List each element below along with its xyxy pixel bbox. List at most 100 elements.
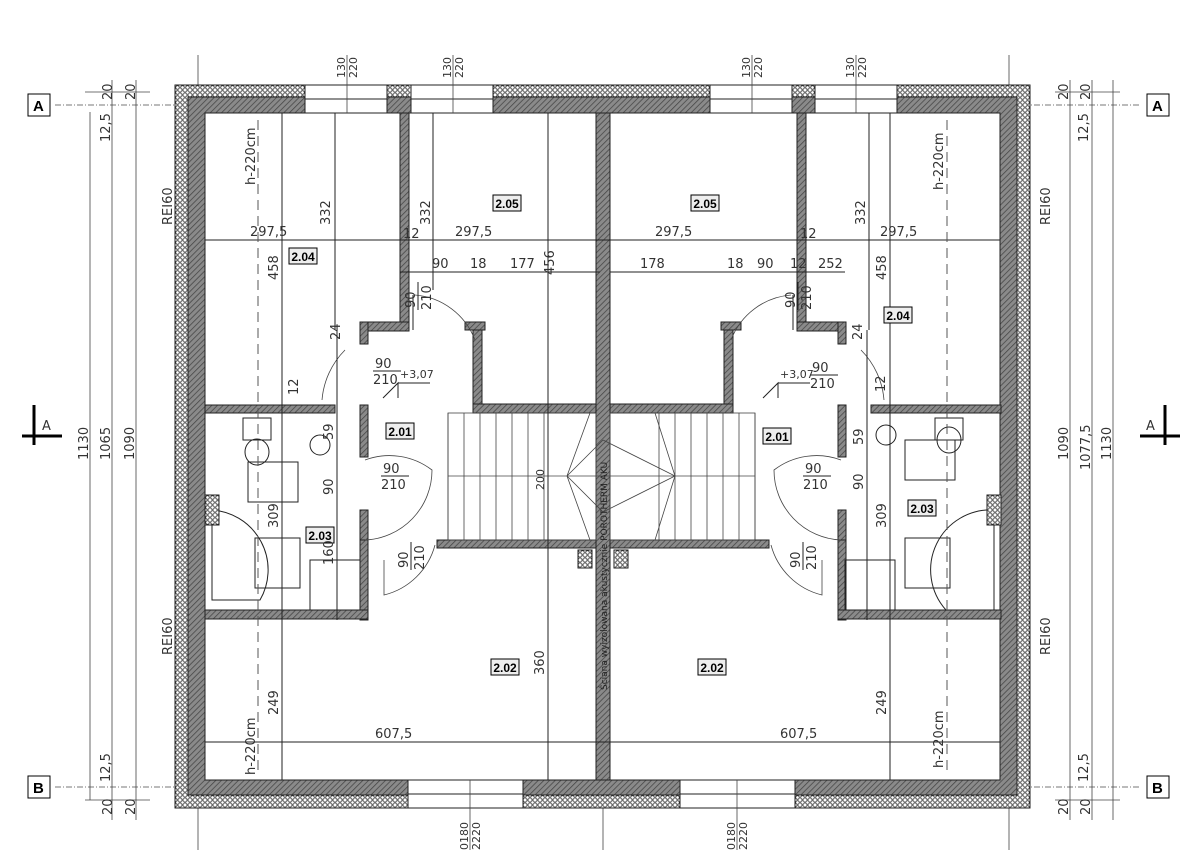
dimension-value: 332	[319, 200, 334, 225]
window-height: 220	[453, 57, 466, 78]
dimension-value: 458	[875, 255, 890, 280]
interior-wall	[609, 403, 734, 414]
sink-icon	[309, 434, 331, 456]
staircase	[447, 412, 756, 541]
dimension-value: 332	[854, 200, 869, 225]
room-number: 2.01	[388, 425, 412, 439]
shower-icon	[844, 559, 896, 611]
door-width: 90	[812, 361, 829, 376]
room-number: 2.01	[765, 430, 789, 444]
door-width: 90	[789, 551, 804, 568]
dimension-value: 20	[101, 798, 116, 815]
interior-wall	[204, 609, 369, 620]
dimension-value: 309	[875, 503, 890, 528]
party-wall-label: Ściana wyizolowana akustycznie POROTHERM…	[598, 462, 610, 690]
dimension-value: 18	[470, 257, 487, 272]
axis-label-b-right: B	[1152, 780, 1163, 797]
bathroom-fixtures	[204, 417, 1002, 611]
dimension-value: 90	[322, 478, 337, 495]
dimension-value: 1090	[123, 427, 138, 460]
dimension-value: 12,5	[1077, 753, 1092, 782]
door-width: 90	[805, 462, 822, 477]
interior-wall	[837, 609, 1002, 620]
interior-wall	[204, 404, 336, 414]
door-height: 210	[800, 285, 815, 310]
dimension-value: 249	[875, 690, 890, 715]
dimension-value: 309	[267, 503, 282, 528]
interior-wall	[472, 321, 483, 413]
dimension-value: 12	[874, 375, 889, 392]
window-height: 220	[752, 57, 765, 78]
window-height: 2220	[737, 822, 750, 850]
dimension-value: 20	[1079, 83, 1094, 100]
dimension-value: 90	[432, 257, 449, 272]
interior-walls	[204, 112, 1002, 781]
dimension-value: 297,5	[880, 225, 917, 240]
interior-wall	[464, 321, 486, 331]
dimension-value: 360	[533, 650, 548, 675]
room-number: 2.03	[308, 529, 332, 543]
dimension-value: 249	[267, 690, 282, 715]
interior-wall	[359, 509, 369, 541]
dimension-value: 90	[852, 473, 867, 490]
interior-wall	[837, 509, 847, 541]
window-sill: 130	[335, 57, 348, 78]
room-number: 2.05	[495, 197, 519, 211]
dimension-value: 20	[101, 83, 116, 100]
dimension-value: 20	[1057, 798, 1072, 815]
ceiling-height: h-220cm	[244, 127, 259, 185]
window-sill: 130	[740, 57, 753, 78]
dimension-value: 20	[1057, 83, 1072, 100]
door-height: 210	[373, 373, 398, 388]
axis-label-b-left: B	[33, 780, 44, 797]
interior-wall	[359, 404, 369, 458]
room-label-box	[907, 499, 937, 517]
dimension-value: 297,5	[455, 225, 492, 240]
dimension-value: 160	[322, 540, 337, 565]
bathtub-icon	[930, 509, 995, 611]
window-sill: 130	[441, 57, 454, 78]
dimension-value: 12	[800, 227, 817, 242]
stair-dimension: 200	[534, 469, 547, 490]
dimension-value: 1090	[1057, 427, 1072, 460]
room-number: 2.02	[700, 661, 724, 675]
dimension-value: 12,5	[1077, 113, 1092, 142]
interior-wall	[359, 539, 369, 621]
window-height: 220	[347, 57, 360, 78]
room-label-box	[697, 658, 727, 676]
fire-rating: REI60	[161, 617, 176, 655]
sink-icon	[875, 424, 897, 446]
dimension-value: 332	[419, 200, 434, 225]
dimension-value: 177	[510, 257, 535, 272]
room-label-box	[690, 194, 720, 212]
ceiling-height: h-220cm	[932, 132, 947, 190]
dimension-value: 18	[727, 257, 744, 272]
room-label-box	[883, 306, 913, 324]
window-height: 220	[856, 57, 869, 78]
room-label-box	[385, 422, 415, 440]
door-height: 210	[810, 377, 835, 392]
dimension-value: 59	[322, 423, 337, 440]
room-label-box	[490, 658, 520, 676]
door-height: 210	[413, 545, 428, 570]
dimension-value: 297,5	[250, 225, 287, 240]
window-height: 2220	[470, 822, 483, 850]
shower-icon	[309, 559, 361, 611]
level-mark: +3,07	[400, 368, 434, 381]
window-sill: 0180	[725, 822, 738, 850]
room-label-box	[762, 427, 792, 445]
dimension-value: 12	[790, 257, 807, 272]
doors	[321, 294, 885, 596]
interior-wall	[837, 404, 847, 458]
door-width: 90	[784, 291, 799, 308]
door-width: 90	[375, 357, 392, 372]
dimension-value: 20	[124, 83, 139, 100]
door-width: 90	[404, 291, 419, 308]
annotations: REI60 REI60 REI60 REI60 h-220cm h-220cm …	[161, 127, 1054, 775]
interior-wall	[609, 539, 770, 549]
